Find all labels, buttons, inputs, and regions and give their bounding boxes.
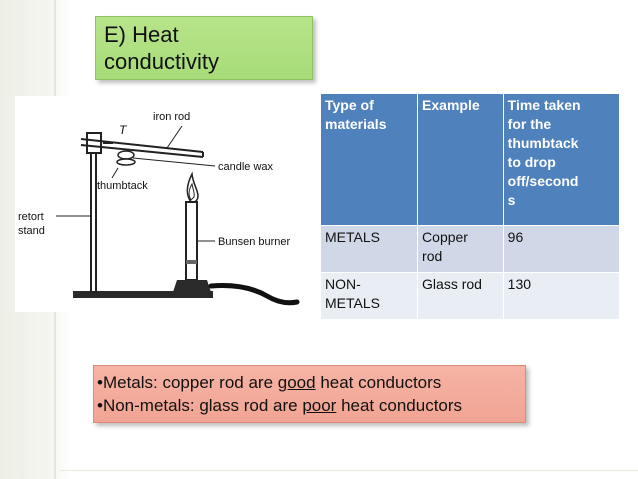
- slide-title-line1: E) Heat: [104, 22, 179, 47]
- cell-type: NON- METALS: [319, 272, 419, 320]
- iron-rod-leader: [166, 125, 183, 149]
- summary-box: [93, 365, 526, 423]
- flame-inner: [188, 182, 195, 201]
- summary-text: heat conductors: [336, 396, 463, 415]
- cell-example: Copper rod: [417, 225, 504, 273]
- slide-title: E) Heat conductivity: [95, 16, 313, 80]
- label-stand: stand: [18, 225, 45, 237]
- iron-rod-bottom-edge: [80, 144, 204, 158]
- header-type-line: Type of: [325, 97, 374, 113]
- summary-line-nonmetals: •Non-metals: glass rod are poor heat con…: [97, 396, 462, 416]
- candle-wax-blob: [117, 150, 135, 160]
- summary-text: •Metals: copper rod are: [97, 373, 278, 392]
- stand-base: [73, 291, 213, 298]
- air-hole: [186, 260, 197, 264]
- cell-example-line: rod: [422, 248, 443, 264]
- slide-title-line2: conductivity: [104, 49, 219, 74]
- table-header-row: Type of materials Example Time taken for…: [319, 93, 621, 226]
- summary-text: heat conductors: [315, 373, 442, 392]
- iron-rod-top-edge: [80, 138, 204, 153]
- label-retort: retort: [18, 211, 44, 223]
- summary-text: •Non-metals: glass rod are: [97, 396, 303, 415]
- slide-bottom-frame: [60, 470, 638, 471]
- cell-time: 130: [502, 272, 621, 320]
- header-type-line: materials: [325, 116, 387, 132]
- label-candle-wax: candle wax: [218, 161, 274, 173]
- table-row: NON- METALS Glass rod 130: [319, 272, 621, 320]
- header-time-line: off/second: [507, 173, 579, 189]
- label-bunsen-burner: Bunsen burner: [218, 236, 290, 248]
- cell-example: Glass rod: [417, 272, 504, 320]
- summary-emphasis: good: [277, 373, 316, 392]
- gas-hose: [208, 283, 300, 306]
- header-type: Type of materials: [319, 93, 419, 226]
- cell-time: 96: [502, 225, 621, 273]
- cell-type: METALS: [319, 225, 419, 273]
- header-time-line: Time taken: [507, 97, 581, 113]
- label-t: T: [119, 123, 128, 137]
- cell-type-line: NON-: [325, 276, 361, 292]
- thumbtack-leader: [111, 167, 119, 179]
- cell-type-line: METALS: [325, 295, 380, 311]
- results-table: Type of materials Example Time taken for…: [319, 93, 621, 320]
- table-row: METALS Copper rod 96: [319, 225, 621, 273]
- candle-wax-leader: [132, 157, 216, 167]
- bunsen-burner-tube: [185, 201, 198, 281]
- retort-stand-pole: [90, 133, 97, 293]
- header-time-line: to drop: [507, 154, 556, 170]
- summary-line-metals: •Metals: copper rod are good heat conduc…: [97, 373, 441, 393]
- clamp: [86, 132, 102, 154]
- thumbtack-head: [116, 158, 136, 166]
- header-time-line: s: [507, 192, 516, 208]
- header-time-line: thumbtack: [507, 135, 579, 151]
- apparatus-diagram: iron rod T candle wax thumbtack retort s…: [15, 96, 335, 312]
- label-iron-rod: iron rod: [153, 111, 190, 123]
- apparatus-drawing: iron rod T candle wax thumbtack retort s…: [18, 111, 300, 306]
- header-time-line: for the: [507, 116, 552, 132]
- label-thumbtack: thumbtack: [97, 180, 148, 192]
- header-time: Time taken for the thumbtack to drop off…: [502, 93, 621, 226]
- summary-emphasis: poor: [302, 396, 337, 415]
- bunsen-burner-base: [173, 280, 211, 292]
- cell-example-line: Copper: [422, 229, 468, 245]
- header-example: Example: [417, 93, 504, 226]
